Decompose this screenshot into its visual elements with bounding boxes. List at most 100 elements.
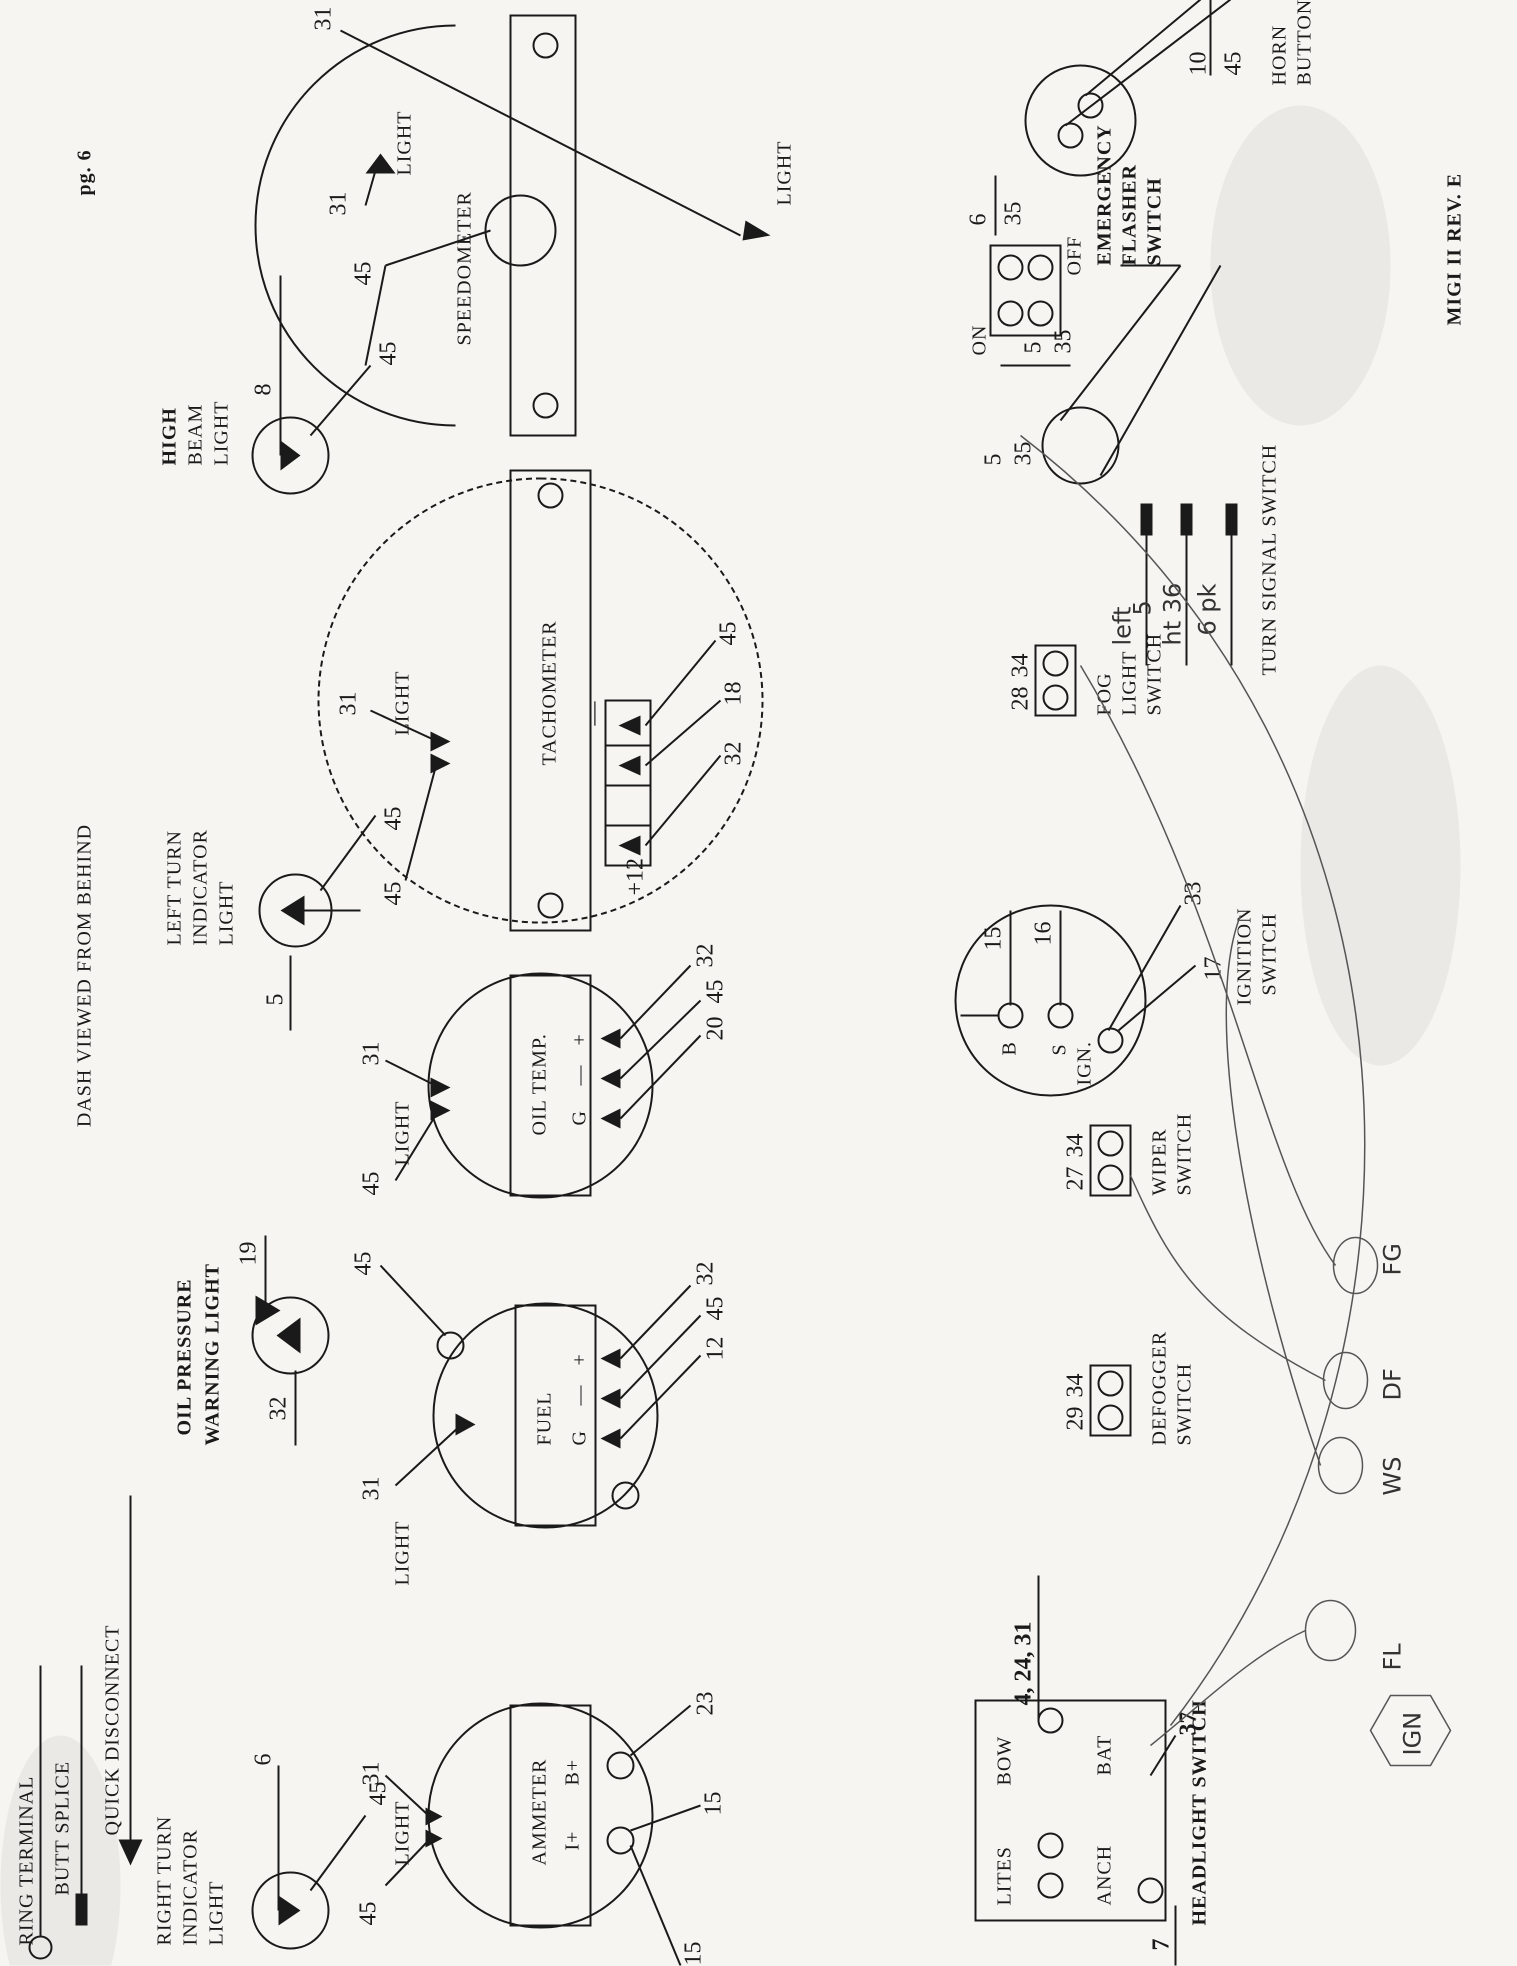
wire-label: 45 bbox=[356, 1902, 382, 1926]
headlight-switch-name: HEADLIGHT SWITCH bbox=[1189, 1699, 1211, 1925]
handwritten-connector bbox=[1322, 1351, 1369, 1410]
handwritten-note: ht 36 bbox=[1159, 583, 1187, 646]
tachometer-light-label: LIGHT bbox=[392, 671, 414, 736]
wire-label: 12 bbox=[703, 1337, 729, 1361]
emergency-flasher-switch: ON OFF 6 35 5 35 EMERGENCY FLASHER SWITC… bbox=[966, 124, 1166, 465]
page-label: pg. 6 bbox=[74, 149, 96, 195]
speedometer-gauge: SPEEDOMETER 45 LIGHT 31 LIGHT 31 bbox=[254, 7, 796, 437]
fog-light-switch: 28 34 FOG LIGHT SWITCH bbox=[1008, 633, 1166, 717]
wire-label: 23 bbox=[693, 1692, 719, 1716]
svg-text:WIPER: WIPER bbox=[1149, 1128, 1171, 1195]
ammeter-terminal bbox=[606, 1751, 635, 1780]
scan-stain bbox=[1300, 665, 1461, 1066]
wire-label: 6 bbox=[251, 1754, 277, 1766]
wire-label: 29 bbox=[1063, 1407, 1089, 1431]
wiper-switch: 27 34 WIPER SWITCH bbox=[1063, 1113, 1196, 1197]
svg-text:+: + bbox=[569, 1033, 591, 1045]
tachometer-name: TACHOMETER bbox=[539, 620, 561, 765]
ignition-switch: B S IGN. 15 16 33 17 IGNITION SWITCH bbox=[954, 882, 1281, 1097]
wire-label: 5 bbox=[981, 454, 1007, 466]
speedometer-body bbox=[254, 24, 456, 427]
flasher-switch-body bbox=[989, 244, 1062, 337]
svg-text:G: G bbox=[569, 1110, 591, 1125]
svg-text:LIGHT: LIGHT bbox=[206, 1881, 228, 1946]
svg-text:ON: ON bbox=[969, 325, 991, 356]
wire-label: 31 bbox=[359, 1762, 385, 1786]
ammeter-terminal bbox=[606, 1826, 635, 1855]
headlight-switch: LITES BOW ANCH BAT 7 4, 24, 31 37 HEADLI… bbox=[974, 1575, 1211, 1966]
wire-label: 45 bbox=[366, 1782, 392, 1806]
wire-label: 45 bbox=[703, 980, 729, 1004]
handwritten-note: 6 pk bbox=[1194, 583, 1222, 635]
defogger-switch-body bbox=[1089, 1364, 1132, 1437]
wire-label: 45 bbox=[376, 342, 402, 366]
wire-label: 31 bbox=[336, 692, 362, 716]
tachometer-body bbox=[317, 477, 764, 924]
legend-butt-splice: BUTT SPLICE bbox=[52, 1761, 74, 1896]
left-turn-indicator: LEFT TURN INDICATOR LIGHT 5 45 bbox=[164, 807, 407, 1031]
handwritten-annotations: IGN FL WS DF FG bbox=[1020, 434, 1452, 1767]
speedometer-light-label-1: LIGHT bbox=[394, 111, 416, 176]
wire-label: 35 bbox=[1001, 202, 1027, 226]
svg-text:EMERGENCY: EMERGENCY bbox=[1094, 124, 1116, 265]
handwritten-note: left bbox=[1109, 607, 1137, 646]
wire-label: 28 bbox=[1008, 687, 1034, 711]
wire-label: 31 bbox=[326, 192, 352, 216]
wire-label: 10 bbox=[1186, 52, 1212, 76]
turn-signal-switch: 5 35 left 5 ht 36 6 pk TURN SIGNAL SWITC… bbox=[1000, 264, 1281, 676]
svg-text:SWITCH: SWITCH bbox=[1259, 913, 1281, 996]
horn-button: 10 45 HORN BUTTON bbox=[1024, 0, 1316, 177]
wire-label: 32 bbox=[693, 944, 719, 968]
legend-quick-disconnect: QUICK DISCONNECT bbox=[102, 1625, 124, 1836]
wire-label: 45 bbox=[351, 262, 377, 286]
legend: RING TERMINAL BUTT SPLICE QUICK DISCONNE… bbox=[16, 1495, 143, 1960]
handwritten-connector bbox=[1332, 1236, 1379, 1295]
oil-temp-light-label: LIGHT bbox=[392, 1101, 414, 1166]
svg-text:DEFOGGER: DEFOGGER bbox=[1149, 1331, 1171, 1446]
footer-revision: MIGI II REV. E bbox=[1444, 173, 1466, 326]
terminal-label: B+ bbox=[562, 1759, 584, 1786]
scan-stain bbox=[1210, 105, 1391, 426]
svg-text:IGN: IGN bbox=[1399, 1712, 1427, 1756]
svg-text:LIGHT: LIGHT bbox=[211, 401, 233, 466]
wire-label: 15 bbox=[981, 927, 1007, 951]
terminal-label: — bbox=[581, 701, 607, 727]
wire-label: 34 bbox=[1008, 654, 1034, 678]
fuel-terminal bbox=[611, 1481, 640, 1510]
wire-label: 35 bbox=[1051, 330, 1077, 354]
svg-text:BOW: BOW bbox=[994, 1736, 1016, 1786]
svg-text:BEAM: BEAM bbox=[185, 404, 207, 466]
wire-label: 5 bbox=[1021, 342, 1047, 354]
wire-label: 15 bbox=[701, 1792, 727, 1816]
wire-label: 4, 24, 31 bbox=[1011, 1622, 1037, 1706]
svg-text:SWITCH: SWITCH bbox=[1174, 1363, 1196, 1446]
wire-label: 31 bbox=[311, 7, 337, 31]
svg-text:ANCH: ANCH bbox=[1094, 1845, 1116, 1906]
svg-text:IGNITION: IGNITION bbox=[1234, 908, 1256, 1006]
quick-disconnect-icon bbox=[118, 1839, 143, 1866]
turn-signal-name: TURN SIGNAL SWITCH bbox=[1259, 444, 1281, 676]
wire-label: 27 bbox=[1063, 1167, 1089, 1191]
wire-label: 20 bbox=[703, 1017, 729, 1041]
wire-label: 7 bbox=[1149, 1939, 1175, 1951]
tachometer-gauge: TACHOMETER LIGHT 45 31 +12 — 32 18 45 bbox=[317, 469, 764, 932]
svg-text:LIGHT: LIGHT bbox=[1119, 651, 1141, 716]
svg-text:SWITCH: SWITCH bbox=[1174, 1113, 1196, 1196]
wire-label: 31 bbox=[359, 1042, 385, 1066]
wire-label: 34 bbox=[1063, 1134, 1089, 1158]
svg-text:HIGH: HIGH bbox=[159, 407, 181, 465]
fuel-light-label: LIGHT bbox=[392, 1521, 414, 1586]
svg-text:INDICATOR: INDICATOR bbox=[190, 829, 212, 945]
ammeter-light-label: LIGHT bbox=[392, 1801, 414, 1866]
wire-label: 45 bbox=[381, 807, 407, 831]
wire-label: 15 bbox=[681, 1942, 707, 1966]
svg-text:SWITCH: SWITCH bbox=[1144, 177, 1166, 265]
fog-switch-body bbox=[1034, 644, 1077, 717]
ammeter-name: AMMETER bbox=[529, 1759, 551, 1866]
svg-text:+: + bbox=[569, 1353, 591, 1365]
wire-label: 45 bbox=[351, 1252, 377, 1276]
svg-text:S: S bbox=[1049, 1043, 1071, 1055]
wiper-switch-body bbox=[1089, 1124, 1132, 1197]
